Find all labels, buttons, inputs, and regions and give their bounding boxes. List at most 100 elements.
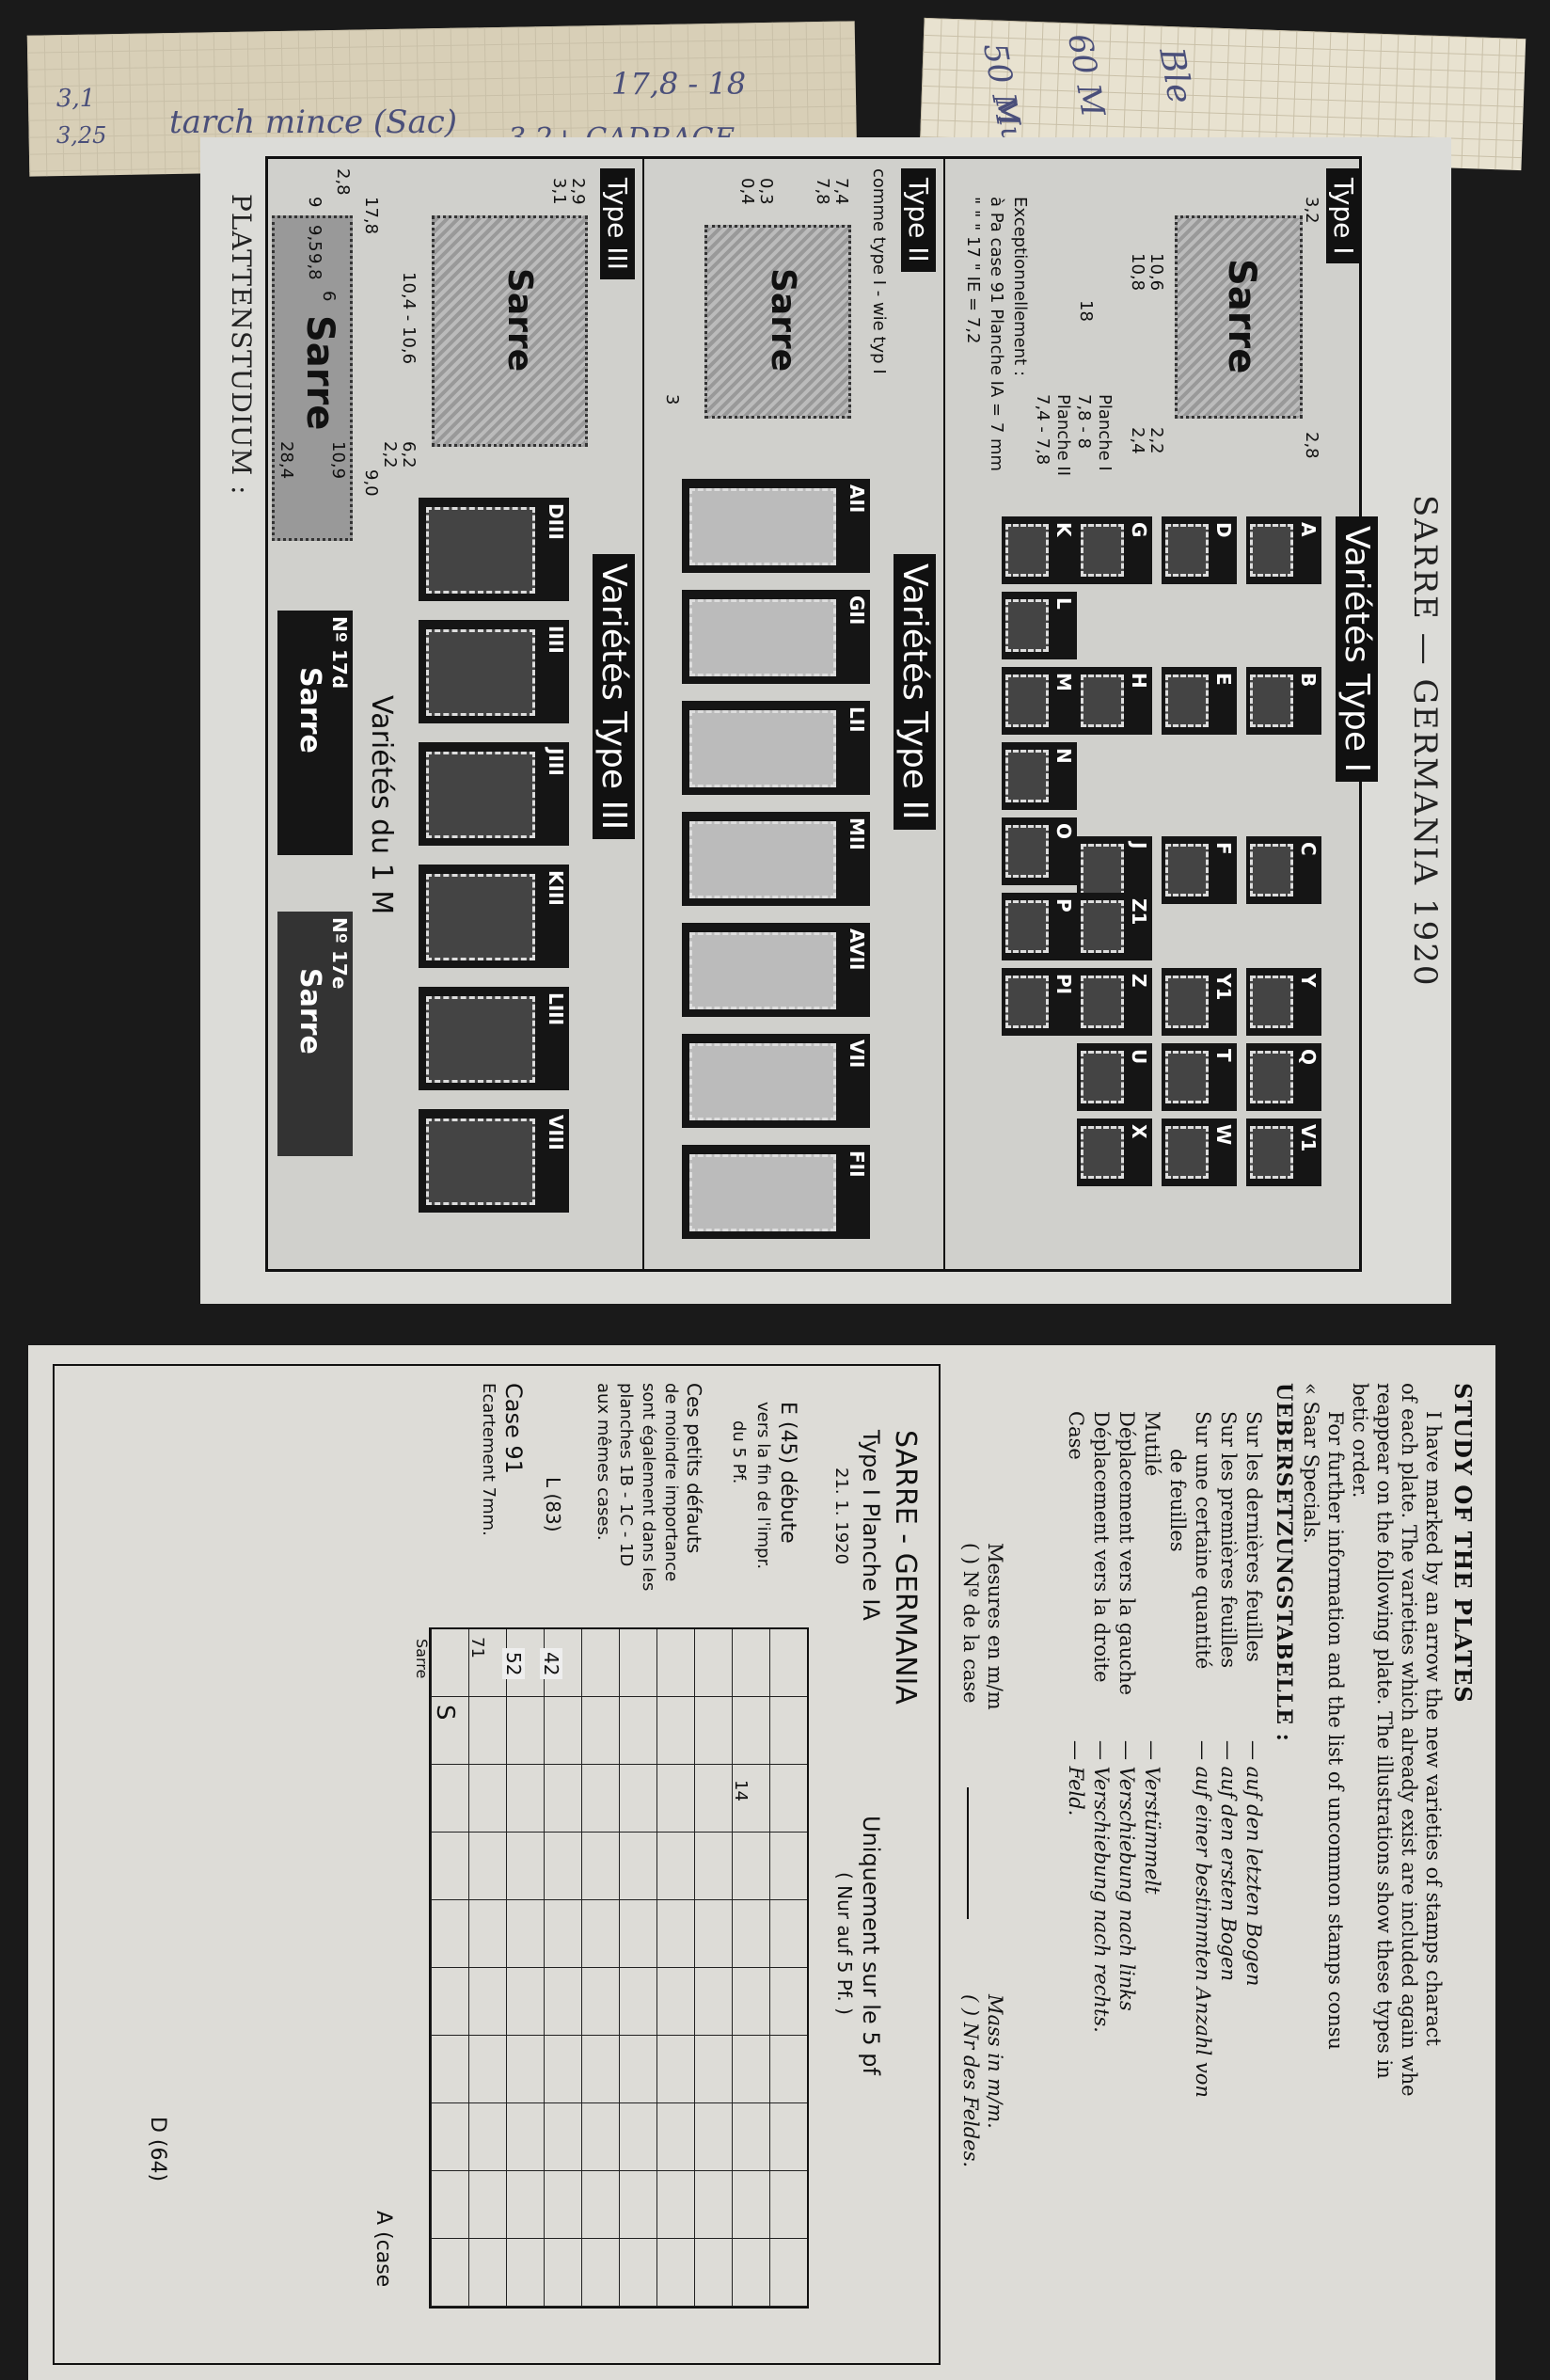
grid-cell bbox=[506, 2171, 544, 2239]
variety-type3-label: DIII bbox=[545, 503, 567, 540]
translation-fr: Case bbox=[1065, 1411, 1087, 1460]
variety-label: Z bbox=[1128, 974, 1150, 988]
variety-label: Z1 bbox=[1128, 898, 1150, 926]
translation-fr: Sur une certaine quantité bbox=[1192, 1411, 1214, 1670]
variety-label: O bbox=[1052, 823, 1075, 840]
variety-stamp bbox=[1005, 524, 1049, 577]
variety-stamp bbox=[1165, 844, 1209, 896]
type3-label: Type III bbox=[600, 168, 635, 279]
grid-cell bbox=[544, 2103, 581, 2171]
grid-sarre: Sarre bbox=[413, 1639, 431, 1679]
variety-stamp bbox=[1005, 976, 1049, 1028]
variety-label: U bbox=[1128, 1049, 1150, 1065]
grid-cell bbox=[769, 2171, 807, 2239]
grid-cell bbox=[431, 1968, 468, 2036]
variety-label: W bbox=[1212, 1124, 1235, 1146]
planche-2-val: 7,4 - 7,8 bbox=[1033, 394, 1052, 466]
planche-1-val: 7,8 - 8 bbox=[1074, 394, 1094, 450]
plate-scope-1: Uniquement sur le 5 pf bbox=[858, 1816, 884, 2075]
grid-cell bbox=[619, 1765, 656, 1833]
grid-cell bbox=[619, 2171, 656, 2239]
variety-type2-box: FII bbox=[682, 1145, 870, 1239]
defauts-2: de moindre importance bbox=[661, 1383, 681, 1582]
variety-type2-label: GII bbox=[846, 595, 868, 626]
study-page: STUDY OF THE PLATES I have marked by an … bbox=[28, 1345, 1495, 2380]
big-m5: 10,9 bbox=[328, 441, 348, 480]
study-title: STUDY OF THE PLATES bbox=[1449, 1383, 1477, 1704]
type2-m1: 7,4 bbox=[831, 178, 851, 205]
page-sheet: SARRE — GERMANIA 1920 Type I Sarre 3,2 1… bbox=[200, 137, 1451, 1304]
page-footer: PLATTENSTUDIUM : bbox=[226, 194, 257, 496]
type1-m5: 2,4 bbox=[1128, 427, 1147, 454]
grid-cell bbox=[619, 1900, 656, 1968]
variety-label: E bbox=[1212, 673, 1235, 686]
variety-label: X bbox=[1128, 1124, 1150, 1139]
translation-fr: Déplacement vers la gauche bbox=[1115, 1411, 1138, 1696]
heading-varietes-1m: Variétés du 1 M bbox=[365, 695, 398, 915]
variety-label: Y bbox=[1297, 974, 1320, 988]
grid-cell bbox=[544, 1900, 581, 1968]
one-mark-17e-sarre: Sarre bbox=[293, 968, 326, 1055]
grid-cell bbox=[619, 1968, 656, 2036]
grid-cell bbox=[468, 2171, 506, 2239]
heading-varietes-type2: Variétés Type II bbox=[894, 554, 936, 830]
l83: L (83) bbox=[542, 1477, 564, 1532]
variety-stamp bbox=[1250, 524, 1293, 577]
grid-cell bbox=[506, 1900, 544, 1968]
grid-cell bbox=[431, 1900, 468, 1968]
type2-m5: 3 bbox=[662, 394, 682, 405]
grid-cell bbox=[468, 2239, 506, 2307]
variety-box: U bbox=[1077, 1043, 1152, 1111]
grid-cell bbox=[468, 2103, 506, 2171]
grid-cell bbox=[656, 2036, 694, 2103]
translation-title: UEBERSETZUNGSTABELLE : bbox=[1272, 1383, 1296, 1742]
one-mark-17e: Nº 17e Sarre bbox=[277, 912, 353, 1156]
variety-stamp bbox=[1081, 1051, 1124, 1103]
study-line-1: I have marked by an arrow the new variet… bbox=[1422, 1411, 1445, 2046]
variety-box: V1 bbox=[1246, 1119, 1321, 1186]
grid-cell bbox=[544, 1968, 581, 2036]
variety-label: H bbox=[1128, 673, 1150, 689]
grid-cell bbox=[769, 2036, 807, 2103]
one-mark-17d-sarre: Sarre bbox=[293, 667, 326, 754]
grid-cell bbox=[694, 1900, 732, 1968]
translation-fr: Sur les dernières feuilles bbox=[1242, 1411, 1265, 1662]
variety-type3-box: JIII bbox=[419, 742, 569, 846]
type1-m7: 18 bbox=[1076, 300, 1096, 322]
cell-14: 14 bbox=[731, 1780, 751, 1801]
variety-stamp bbox=[1250, 844, 1293, 896]
grid-cell bbox=[468, 1833, 506, 1900]
e45-1: E (45) débute bbox=[776, 1402, 799, 1544]
type1-m6: 2,8 bbox=[1302, 432, 1321, 459]
translation-fr: de feuilles bbox=[1166, 1449, 1189, 1552]
one-mark-17d-label: Nº 17d bbox=[328, 616, 351, 690]
heading-varietes-type3: Variétés Type III bbox=[593, 554, 635, 840]
exception-2: à Pa case 91 Planche IA = 7 mm bbox=[987, 197, 1006, 472]
variety-label: A bbox=[1297, 522, 1320, 537]
variety-box: PI bbox=[1002, 968, 1077, 1036]
grid-cell bbox=[656, 1697, 694, 1765]
variety-box: F bbox=[1162, 836, 1237, 904]
grid-cell bbox=[732, 2239, 769, 2307]
type2-label: Type II bbox=[901, 168, 936, 272]
grid-cell bbox=[506, 1765, 544, 1833]
variety-type3-box: VIII bbox=[419, 1109, 569, 1213]
variety-label: C bbox=[1297, 842, 1320, 856]
variety-type2-label: AII bbox=[846, 484, 868, 514]
defauts-1: Ces petits défauts bbox=[683, 1383, 705, 1554]
variety-type3-label: LIII bbox=[545, 992, 567, 1026]
variety-box: C bbox=[1246, 836, 1321, 904]
grid-cell bbox=[581, 1833, 619, 1900]
translation-de: — Verschiebung nach links bbox=[1115, 1740, 1138, 2011]
big-m7: 6 bbox=[319, 291, 339, 302]
translation-de: — auf einer bestimmten Anzahl von bbox=[1192, 1740, 1214, 2098]
grid-cell bbox=[544, 2036, 581, 2103]
variety-stamp bbox=[1165, 524, 1209, 577]
translation-fr: Sur les premières feuilles bbox=[1217, 1411, 1240, 1669]
variety-type3-stamp bbox=[426, 507, 535, 594]
grid-cell bbox=[656, 2171, 694, 2239]
variety-type2-box: LII bbox=[682, 701, 870, 795]
variety-stamp bbox=[1005, 900, 1049, 953]
grid-cell bbox=[581, 2171, 619, 2239]
grid-cell bbox=[656, 1765, 694, 1833]
